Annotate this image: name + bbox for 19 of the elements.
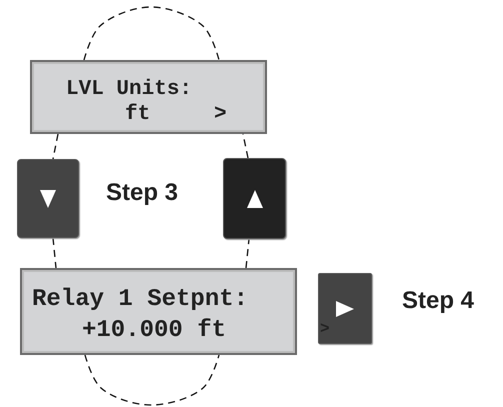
dashed-connector [84, 354, 220, 406]
dashed-connector [83, 6, 220, 60]
display-text: Relay 1 Setpnt: [32, 288, 248, 312]
lcd-display [30, 60, 267, 134]
display-text: LVL Units: [66, 79, 192, 100]
keypad-button [223, 158, 286, 239]
step-label: Step 4 [402, 289, 474, 313]
display-text: ft [125, 104, 150, 125]
keypad-button [318, 273, 372, 344]
display-text: > [214, 104, 227, 125]
dashed-connector [52, 238, 57, 268]
dashed-connector [245, 238, 250, 268]
display-text: > [320, 321, 330, 337]
keypad-button [17, 159, 79, 238]
dashed-connector [52, 134, 59, 160]
lcd-display [20, 268, 297, 355]
dashed-connector [242, 134, 249, 158]
step-label: Step 3 [106, 181, 178, 205]
display-text: +10.000 ft [82, 319, 226, 343]
